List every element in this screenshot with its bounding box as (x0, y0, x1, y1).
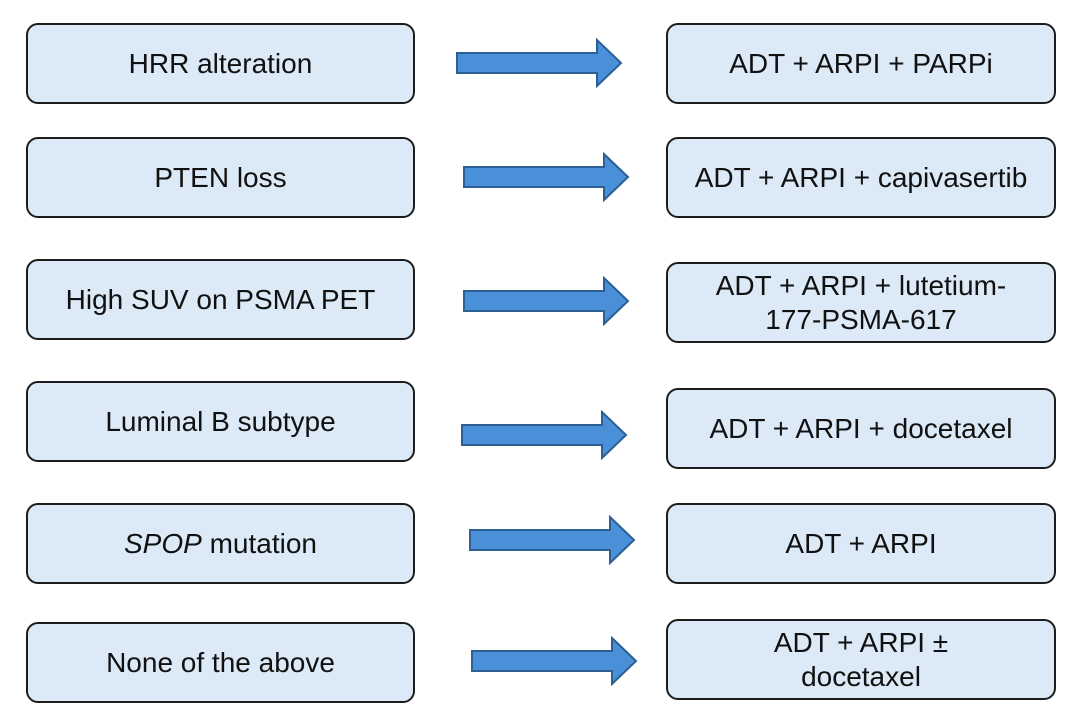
treatment-box-parpi: ADT + ARPI + PARPi (666, 23, 1056, 104)
arrow-right-icon (463, 152, 630, 202)
condition-label: SPOP mutation (124, 527, 317, 561)
treatment-box-adt-arpi: ADT + ARPI (666, 503, 1056, 584)
condition-box-hrr: HRR alteration (26, 23, 415, 104)
treatment-label: ADT + ARPI + PARPi (729, 47, 993, 79)
condition-label: HRR alteration (128, 47, 313, 79)
arrow-right-icon (469, 515, 636, 565)
condition-label-rest: mutation (201, 527, 317, 559)
arrow-right-icon (471, 636, 638, 686)
treatment-label: ADT + ARPI ± docetaxel (773, 626, 949, 692)
treatment-box-capivasertib: ADT + ARPI + capivasertib (666, 137, 1056, 218)
condition-box-none: None of the above (26, 622, 415, 703)
treatment-label: ADT + ARPI + capivasertib (694, 161, 1028, 193)
condition-label: High SUV on PSMA PET (65, 283, 376, 315)
treatment-label: ADT + ARPI + lutetium-177-PSMA-617 (715, 269, 1007, 335)
condition-box-spop: SPOP mutation (26, 503, 415, 584)
treatment-box-lutetium: ADT + ARPI + lutetium-177-PSMA-617 (666, 262, 1056, 343)
condition-box-psma-pet: High SUV on PSMA PET (26, 259, 415, 340)
condition-box-pten: PTEN loss (26, 137, 415, 218)
treatment-label: ADT + ARPI + docetaxel (709, 412, 1013, 444)
arrow-right-icon (461, 410, 628, 460)
treatment-label: ADT + ARPI (785, 527, 937, 559)
condition-box-luminal-b: Luminal B subtype (26, 381, 415, 462)
arrow-right-icon (463, 276, 630, 326)
condition-label: None of the above (106, 646, 335, 678)
condition-label: Luminal B subtype (105, 405, 336, 437)
treatment-box-docetaxel: ADT + ARPI + docetaxel (666, 388, 1056, 469)
condition-label: PTEN loss (154, 161, 287, 193)
arrow-right-icon (456, 38, 623, 88)
gene-name-italic: SPOP (124, 527, 202, 559)
treatment-box-optional-docetaxel: ADT + ARPI ± docetaxel (666, 619, 1056, 700)
